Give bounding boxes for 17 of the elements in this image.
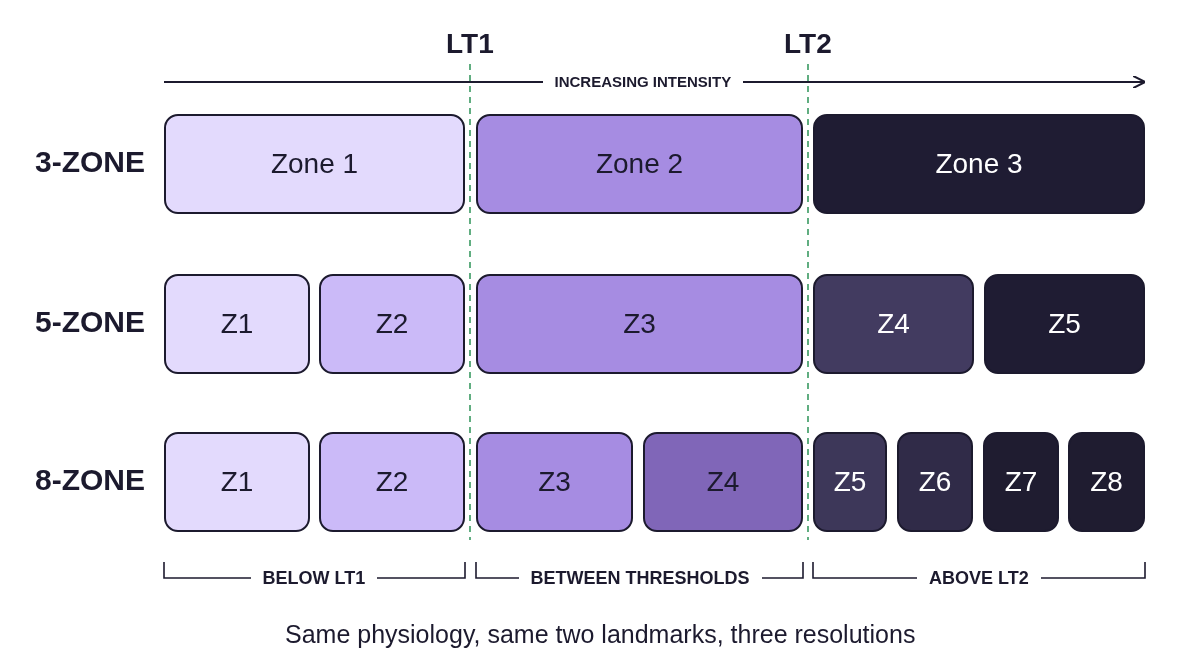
zone-box: Zone 1 xyxy=(164,114,465,214)
zone-box: Z1 xyxy=(164,432,310,532)
zone-box: Z3 xyxy=(476,274,803,374)
zone-box: Z8 xyxy=(1068,432,1145,532)
zone-box: Z2 xyxy=(319,274,465,374)
zone-box: Z2 xyxy=(319,432,465,532)
zone-box: Z5 xyxy=(813,432,887,532)
zone-box: Zone 2 xyxy=(476,114,803,214)
caption: Same physiology, same two landmarks, three resolutions xyxy=(285,620,916,649)
zone-box: Z6 xyxy=(897,432,973,532)
zone-box: Z7 xyxy=(983,432,1059,532)
zone-box: Z4 xyxy=(813,274,974,374)
zone-box: Z5 xyxy=(984,274,1145,374)
zone-box: Z1 xyxy=(164,274,310,374)
zone-box: Z4 xyxy=(643,432,803,532)
zone-box: Zone 3 xyxy=(813,114,1145,214)
zone-box: Z3 xyxy=(476,432,633,532)
